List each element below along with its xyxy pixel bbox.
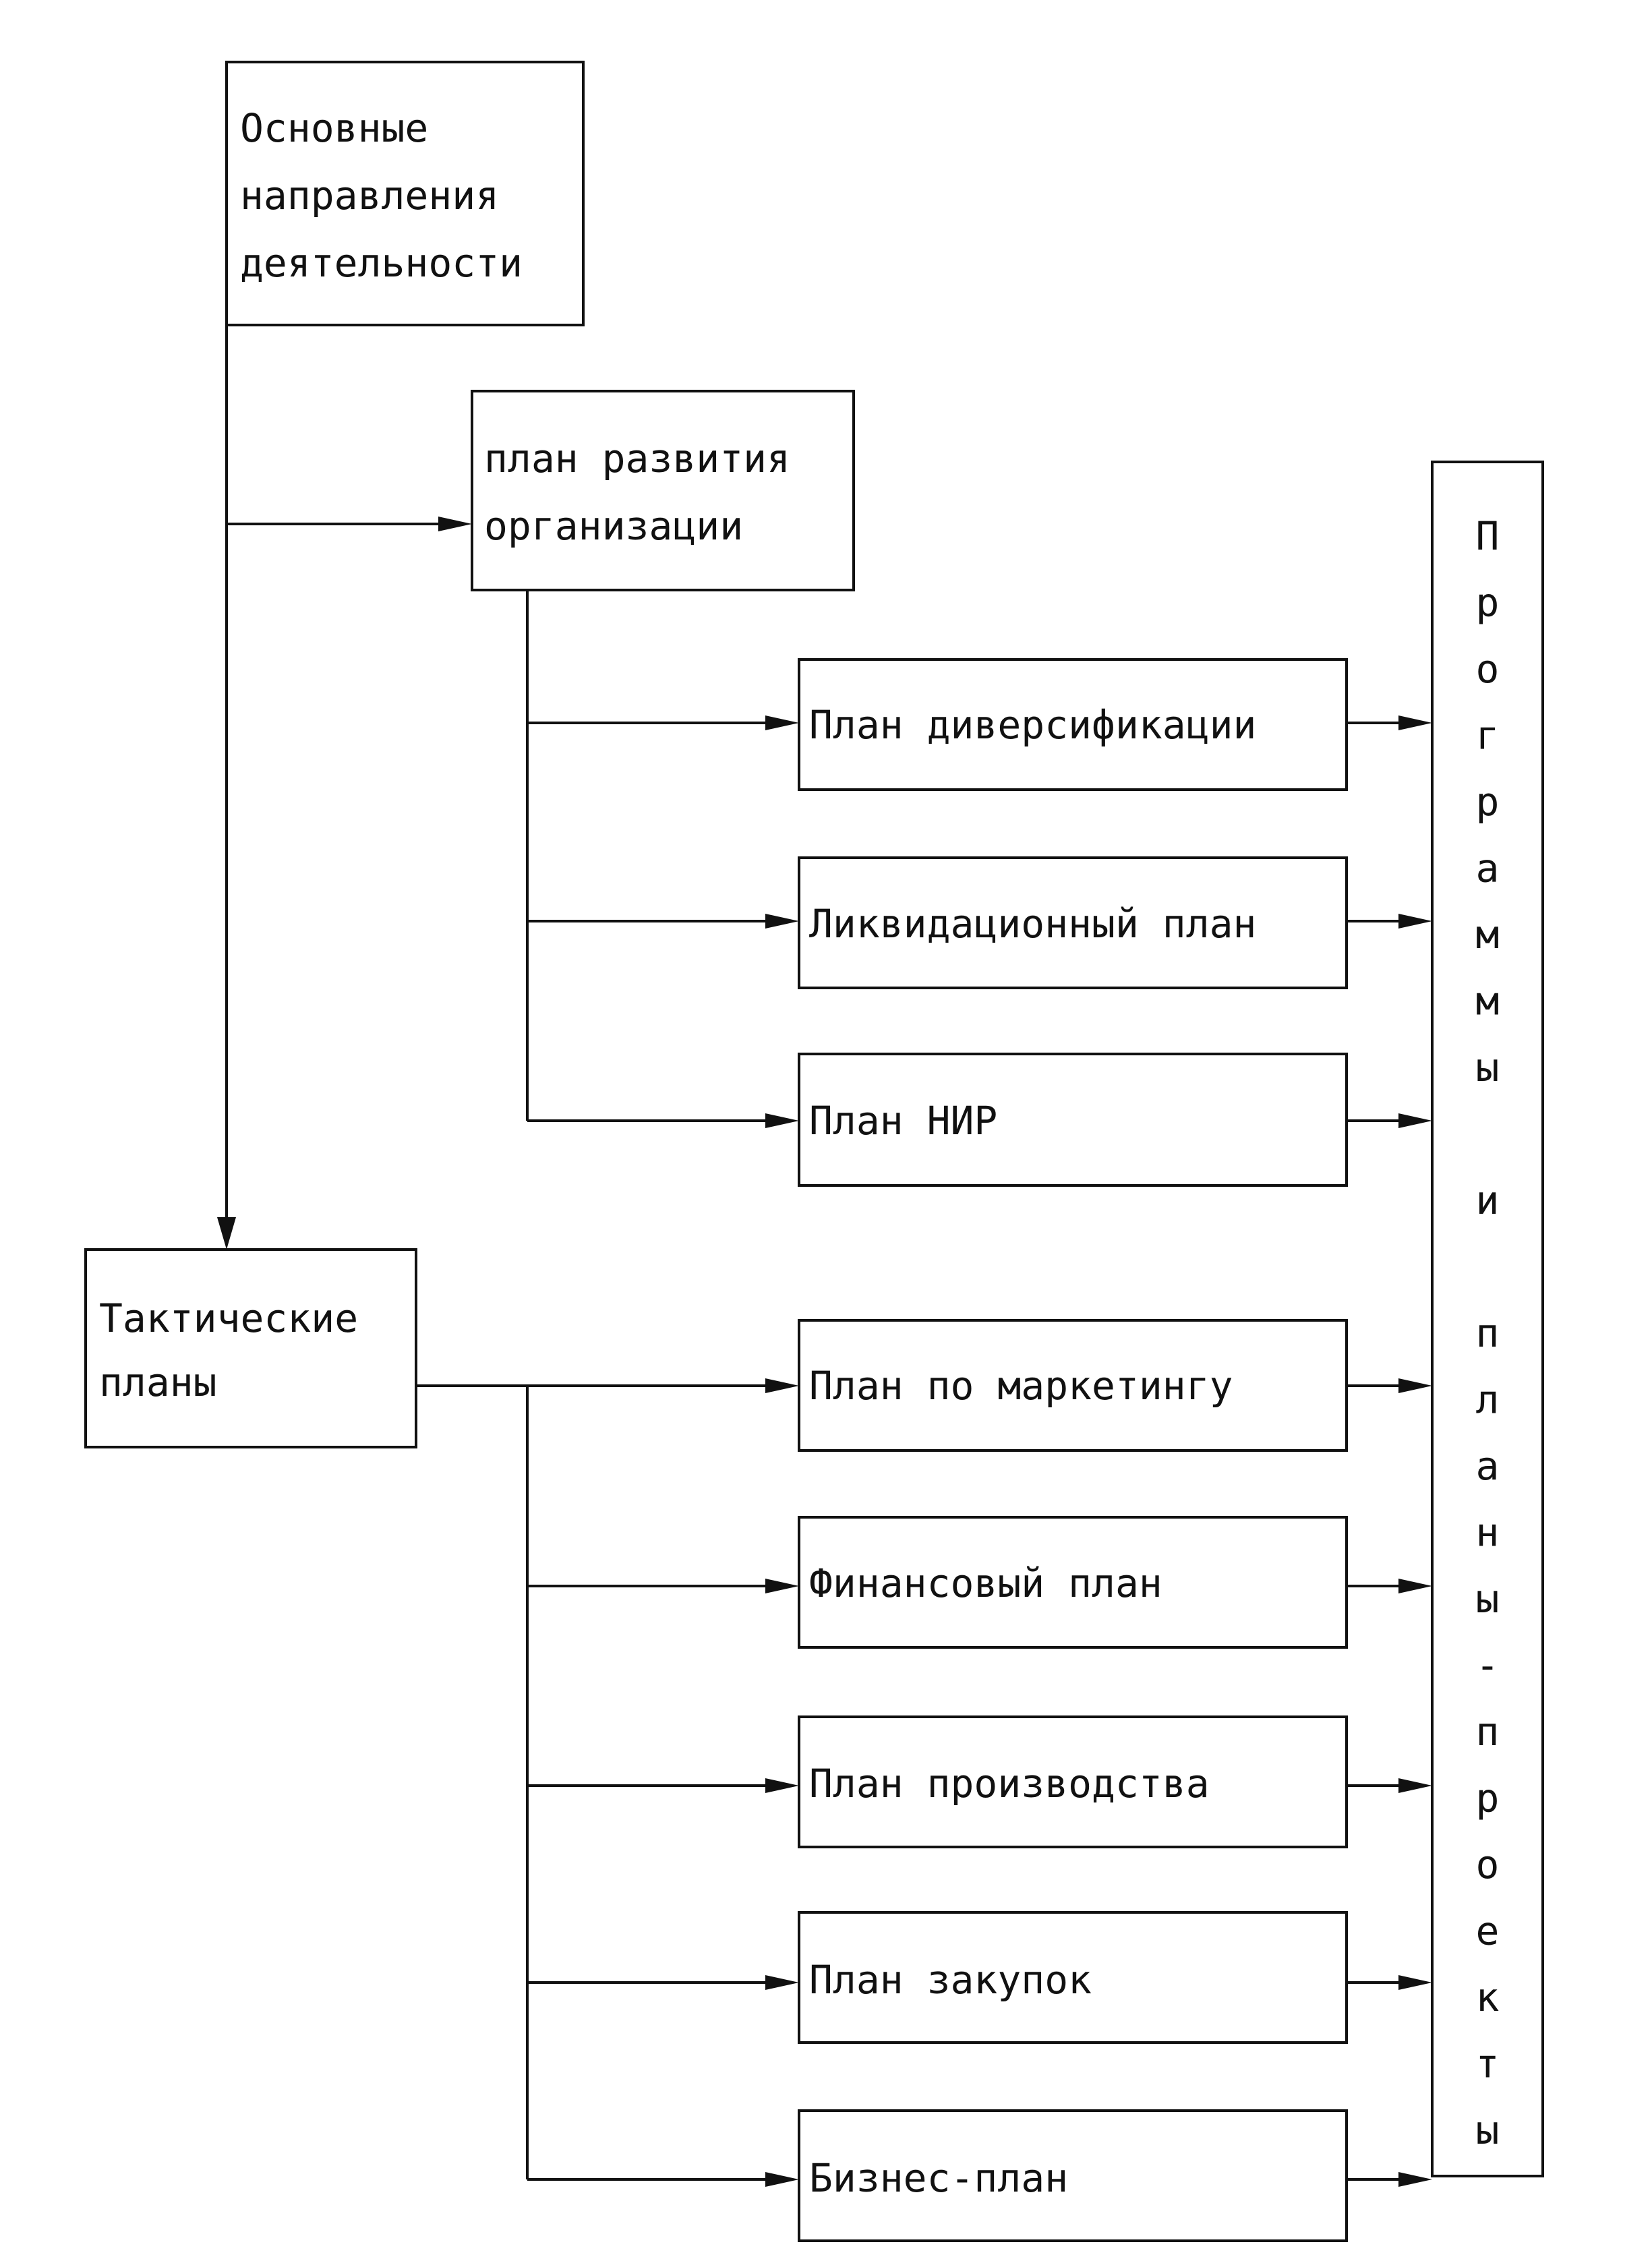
main-directions-line-2: направления: [240, 173, 499, 218]
liquidation-label: Ликвидационный план: [809, 901, 1256, 947]
financial-label: Финансовый план: [809, 1560, 1162, 1606]
programs-letter: ы: [1476, 1045, 1500, 1090]
arrow-to-development-plan: [438, 517, 472, 531]
arrow-purchasing-right: [1398, 1975, 1432, 1990]
arrow-to-business: [765, 2172, 799, 2187]
programs-letter: м: [1476, 978, 1500, 1024]
programs-letter: н: [1476, 1510, 1500, 1556]
programs-letter: а: [1476, 1443, 1500, 1489]
programs-letter: ы: [1476, 2107, 1500, 2153]
arrow-diversification-right: [1398, 715, 1432, 730]
box-purchasing: План закупок: [798, 1911, 1348, 2044]
programs-letter: к: [1476, 1974, 1500, 2020]
diversification-label: План диверсификации: [809, 702, 1256, 748]
arrow-to-purchasing: [765, 1975, 799, 1990]
programs-letter: о: [1476, 646, 1500, 692]
programs-letter: г: [1476, 713, 1500, 759]
box-production: План производства: [798, 1715, 1348, 1848]
arrow-to-marketing: [765, 1378, 799, 1393]
programs-letter: р: [1476, 580, 1500, 626]
box-business: Бизнес-план: [798, 2109, 1348, 2242]
main-directions-line-1: Основные: [240, 105, 428, 151]
arrow-rnd-right: [1398, 1113, 1432, 1128]
programs-letter: р: [1476, 779, 1500, 825]
programs-letter: т: [1476, 2041, 1500, 2087]
marketing-label: План по маркетингу: [809, 1363, 1233, 1409]
programs-letter: р: [1476, 1776, 1500, 1821]
programs-letter: а: [1476, 846, 1500, 891]
arrow-to-rnd: [765, 1113, 799, 1128]
box-main-directions: Основные направления деятельности: [225, 61, 585, 326]
box-financial: Финансовый план: [798, 1516, 1348, 1649]
rnd-label: План НИР: [809, 1098, 997, 1144]
tactical-plans-line-1: Тактические: [99, 1295, 358, 1341]
arrow-to-diversification: [765, 715, 799, 730]
arrow-business-right: [1398, 2172, 1432, 2187]
programs-letter: м: [1476, 912, 1500, 958]
main-directions-line-3: деятельности: [240, 240, 523, 286]
programs-letter: ы: [1476, 1576, 1500, 1622]
arrow-production-right: [1398, 1778, 1432, 1793]
arrow-to-liquidation: [765, 914, 799, 929]
programs-letter: и: [1476, 1177, 1500, 1223]
arrow-to-tactical-plans: [217, 1217, 236, 1250]
arrow-to-financial: [765, 1579, 799, 1593]
programs-letter: е: [1476, 1908, 1500, 1954]
business-label: Бизнес-план: [809, 2155, 1068, 2201]
programs-letter: о: [1476, 1842, 1500, 1887]
programs-letter: п: [1476, 1709, 1500, 1755]
arrow-financial-right: [1398, 1579, 1432, 1593]
development-plan-line-1: план развития: [484, 436, 790, 481]
programs-letter: П: [1476, 513, 1500, 559]
arrow-to-production: [765, 1778, 799, 1793]
arrow-marketing-right: [1398, 1378, 1432, 1393]
connectors: [217, 325, 1432, 2187]
box-diversification: План диверсификации: [798, 658, 1348, 791]
box-tactical-plans: Тактические планы: [84, 1248, 417, 1448]
programs-letter: л: [1476, 1377, 1500, 1423]
programs-letter: п: [1476, 1310, 1500, 1356]
purchasing-label: План закупок: [809, 1957, 1092, 2003]
box-rnd: План НИР: [798, 1053, 1348, 1187]
box-liquidation: Ликвидационный план: [798, 856, 1348, 989]
programs-letter: -: [1476, 1643, 1500, 1689]
box-development-plan: план развития организации: [471, 390, 855, 591]
arrow-liquidation-right: [1398, 914, 1432, 929]
box-marketing: План по маркетингу: [798, 1319, 1348, 1452]
production-label: План производства: [809, 1761, 1210, 1807]
tactical-plans-line-2: планы: [99, 1359, 217, 1405]
development-plan-line-2: организации: [484, 503, 743, 549]
